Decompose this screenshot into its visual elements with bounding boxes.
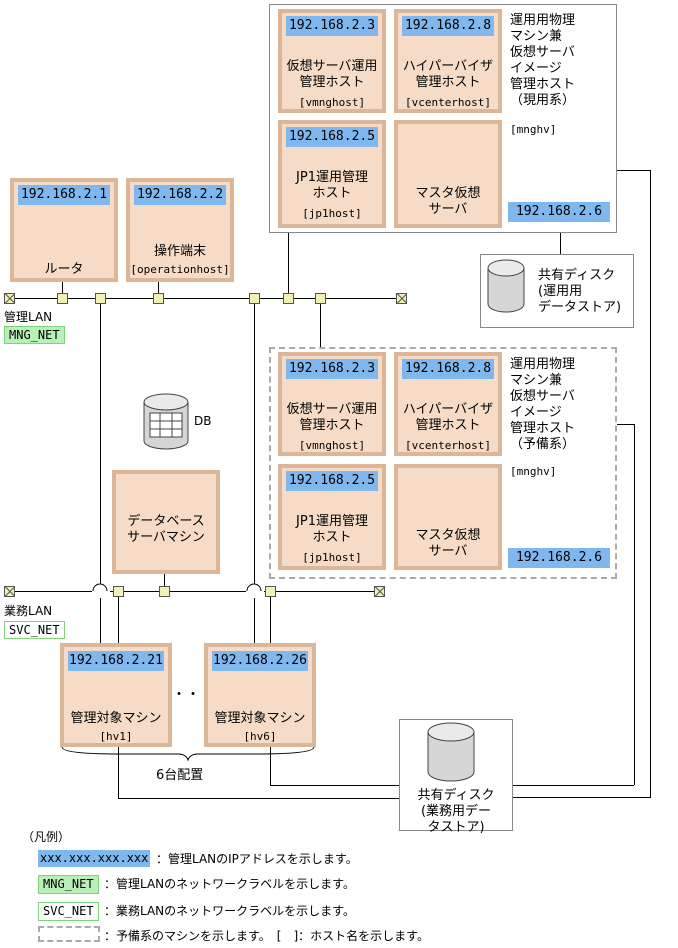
managed-label: 管理対象マシン [70, 711, 162, 726]
lan-terminator [374, 586, 385, 597]
ip-label: 192.168.2.2 [134, 185, 226, 205]
db-label: DB [194, 414, 212, 428]
operation-terminal: 192.168.2.2 操作端末 [operationhost] [126, 178, 234, 282]
hypervisor-management-host: 192.168.2.8 ハイパーバイザ 管理ホスト [vcenterhost] [394, 352, 502, 456]
line-hop [246, 583, 264, 594]
host-label: 仮想サーバ運用 管理ホスト [286, 59, 378, 90]
managed-machine-hv6: 192.168.2.26 管理対象マシン [hv6] [204, 643, 316, 747]
hostname: [vcenterhost] [404, 439, 492, 452]
legend-standby-text: ：予備系のマシンを示します。 [ ]：ホスト名を示します。 [104, 929, 429, 943]
standby-side-text: 運用用物理 マシン兼 仮想サーバ イメージ 管理ホスト （予備系） [510, 357, 576, 452]
host-label: JP1運用管理 ホスト [296, 514, 368, 545]
brace [61, 746, 315, 762]
shared-disk-svc-label: 共有ディスク (業務用デー タストア) [417, 788, 495, 835]
managed-machine-hv1: 192.168.2.21 管理対象マシン [hv1] [60, 643, 172, 747]
hostname: [hv6] [243, 730, 277, 743]
host-label: ハイパーバイザ 管理ホスト [402, 59, 494, 90]
lan-node [315, 293, 326, 304]
ip-label: 192.168.2.6 [508, 548, 610, 568]
master-label: マスタ仮想 サーバ [415, 186, 481, 217]
database-server: データベース サーバマシン [112, 470, 220, 574]
lan-terminator [4, 293, 15, 304]
ip-label: 192.168.2.8 [402, 16, 494, 36]
ip-label: 192.168.2.5 [286, 127, 378, 147]
database-icon [143, 393, 189, 450]
host-label: 仮想サーバ運用 管理ホスト [286, 402, 378, 433]
mng-net-label: MNG_NET [4, 326, 65, 344]
ellipsis: ・・・ [172, 687, 214, 703]
ip-label: 192.168.2.6 [508, 202, 610, 222]
master-virtual-server: マスタ仮想 サーバ [394, 120, 502, 228]
legend-mng-sample: MNG_NET [38, 875, 99, 894]
legend-ip-text: ：管理LANのIPアドレスを示します。 [156, 852, 358, 866]
shared-disk-ops-label: 共有ディスク (運用用 データストア) [538, 268, 622, 315]
svc-net-label: SVC_NET [4, 621, 65, 639]
lan-node [283, 293, 294, 304]
host-label: ハイパーバイザ 管理ホスト [402, 402, 494, 433]
ip-label: 192.168.2.1 [18, 185, 110, 205]
lan-node [95, 293, 106, 304]
master-virtual-server: マスタ仮想 サーバ [394, 464, 502, 570]
vm-management-host: 192.168.2.3 仮想サーバ運用 管理ホスト [vmnghost] [278, 9, 386, 113]
jp1-management-host: 192.168.2.5 JP1運用管理 ホスト [jp1host] [278, 464, 386, 570]
lan-node [57, 293, 68, 304]
legend-svc-text: ：業務LANのネットワークラベルを示します。 [104, 904, 355, 918]
legend-svc-sample: SVC_NET [38, 902, 99, 921]
hostname: [hv1] [99, 730, 133, 743]
ip-label: 192.168.2.3 [286, 16, 378, 36]
lan-node [113, 586, 124, 597]
jp1-management-host: 192.168.2.5 JP1運用管理 ホスト [jp1host] [278, 120, 386, 228]
router-machine: 192.168.2.1 ルータ [10, 178, 118, 282]
mng-lan-label: 管理LAN [4, 310, 53, 324]
host-tag: [mnghv] [510, 465, 557, 478]
ip-label: 192.168.2.21 [68, 651, 164, 671]
disk-icon [427, 722, 475, 782]
hostname: [jp1host] [302, 207, 362, 220]
hostname: [jp1host] [302, 551, 362, 564]
lan-node [159, 586, 170, 597]
disk-icon [487, 259, 525, 313]
legend-dashed-sample [38, 926, 100, 942]
ip-label: 192.168.2.26 [212, 651, 308, 671]
hypervisor-management-host: 192.168.2.8 ハイパーバイザ 管理ホスト [vcenterhost] [394, 9, 502, 113]
hostname: [vmnghost] [298, 96, 366, 109]
svc-lan-line [14, 591, 380, 592]
lan-node [249, 293, 260, 304]
lan-terminator [4, 586, 15, 597]
hostname: [vcenterhost] [404, 96, 492, 109]
vm-management-host: 192.168.2.3 仮想サーバ運用 管理ホスト [vmnghost] [278, 352, 386, 456]
terminal-label: 操作端末 [153, 244, 206, 259]
hostname: [vmnghost] [298, 439, 366, 452]
deploy-count: 6台配置 [156, 768, 204, 783]
svc-lan-label: 業務LAN [4, 604, 53, 618]
host-label: JP1運用管理 ホスト [296, 170, 368, 201]
lan-node [265, 586, 276, 597]
legend-mng-text: ：管理LANのネットワークラベルを示します。 [104, 877, 355, 891]
lan-terminator [396, 293, 407, 304]
host-tag: [mnghv] [510, 123, 557, 136]
legend-ip-sample: xxx.xxx.xxx.xxx [38, 850, 151, 867]
router-label: ルータ [44, 262, 84, 277]
hostname: [operationhost] [130, 263, 230, 276]
master-label: マスタ仮想 サーバ [415, 528, 481, 559]
ip-label: 192.168.2.8 [402, 359, 494, 379]
db-server-label: データベース サーバマシン [127, 514, 205, 545]
ip-label: 192.168.2.3 [286, 359, 378, 379]
line-hop [92, 583, 110, 594]
ip-label: 192.168.2.5 [286, 471, 378, 491]
legend-title: （凡例） [22, 830, 71, 844]
active-side-text: 運用用物理 マシン兼 仮想サーバ イメージ 管理ホスト （現用系） [510, 13, 576, 108]
lan-node [153, 293, 164, 304]
managed-label: 管理対象マシン [214, 711, 306, 726]
mng-lan-line [14, 298, 400, 299]
